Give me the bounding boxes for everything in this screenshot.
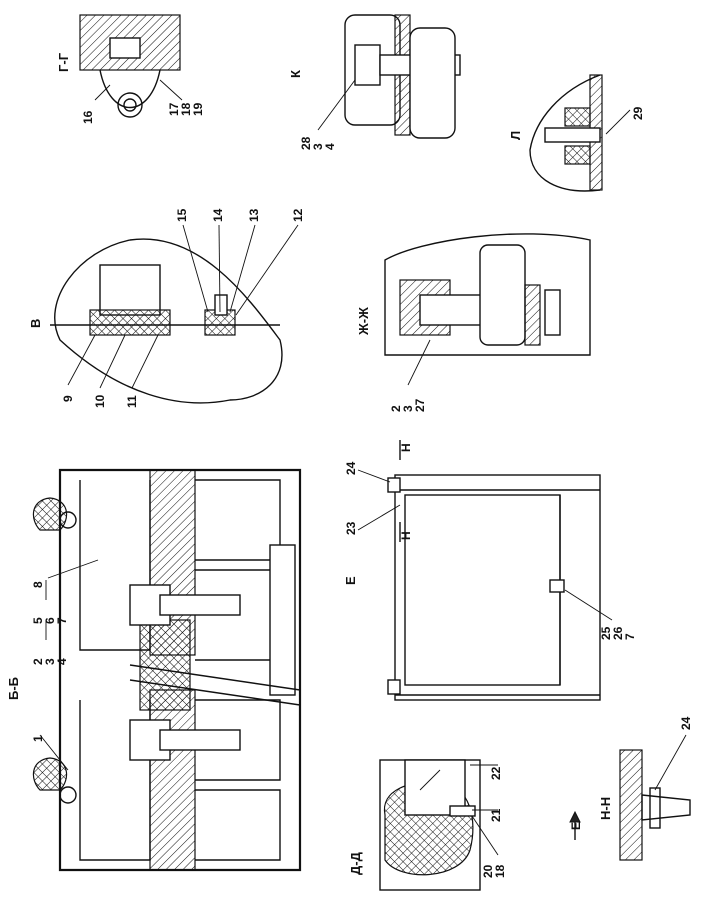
section-bb-labels: Б-Б 1 8 5 6 7 2 3 4 [6,559,99,771]
view-e-title: Е [343,576,358,585]
section-dd-title: Д-Д [348,851,363,875]
callout-1: 1 [31,735,45,742]
section-v-labels: В 9 10 11 15 14 13 12 [28,208,305,408]
callout-8: 8 [31,581,45,588]
section-v [50,238,283,404]
callout-26: 26 [611,626,625,640]
callout-2: 2 [31,658,45,665]
view-e [387,474,601,701]
section-gg-labels: Г-Г 16 17 18 19 [56,52,205,124]
section-nn-title: Н-Н [598,797,613,820]
callout-20: 20 [481,864,495,878]
section-gg [79,14,181,118]
callout-27: 27 [413,398,427,412]
callout-17: 17 [167,102,181,116]
section-bb [32,468,302,872]
section-nn [619,749,691,861]
callout-10: 10 [93,394,107,408]
callout-3: 3 [43,658,57,665]
section-k-title: К [288,70,303,78]
callout-22: 22 [489,766,503,780]
section-k [344,14,461,139]
callout-6: 6 [43,617,57,624]
section-nn-labels: Н-Н 24 [598,716,693,820]
callout-14: 14 [211,208,225,222]
callout-29: 29 [631,106,645,120]
section-zhzh [384,233,591,356]
callout-2-zh: 2 [389,405,403,412]
arrow-label-e: Е [569,822,583,830]
callout-7: 7 [55,617,69,624]
cut-marker-n-bottom: Н [399,531,413,540]
callout-16: 16 [81,110,95,124]
section-l-labels: Л 29 [508,106,645,140]
callout-5: 5 [31,617,45,624]
callout-19: 19 [191,102,205,116]
callout-21: 21 [489,808,503,822]
section-zhzh-labels: Ж-Ж 2 3 27 [356,307,431,412]
callout-18: 18 [179,102,193,116]
section-k-labels: К 28 3 4 [288,70,356,150]
callout-23: 23 [344,521,358,535]
callout-3-k: 3 [311,143,325,150]
callout-13: 13 [247,208,261,222]
section-l [529,74,603,192]
cut-marker-n-top: Н [399,443,413,452]
callout-3-zh: 3 [401,405,415,412]
callout-4: 4 [55,658,69,665]
callout-4-k: 4 [323,143,337,150]
callout-7-e: 7 [623,633,637,640]
callout-9: 9 [61,395,75,402]
section-bb-title: Б-Б [6,677,21,700]
callout-25: 25 [599,626,613,640]
callout-12: 12 [291,208,305,222]
callout-11: 11 [125,395,139,408]
section-l-title: Л [508,131,523,140]
callout-24-n: 24 [679,716,693,730]
callout-15: 15 [175,208,189,222]
callout-24-e: 24 [344,461,358,475]
section-dd-labels: Д-Д 22 21 20 18 Е [348,764,583,878]
view-e-labels: Е 24 23 25 26 7 Н Н [343,440,637,640]
section-v-title: В [28,319,43,328]
callout-18-dd: 18 [493,864,507,878]
section-gg-title: Г-Г [56,52,71,72]
section-zhzh-title: Ж-Ж [356,307,371,336]
callout-28: 28 [299,136,313,150]
section-dd [379,759,481,891]
